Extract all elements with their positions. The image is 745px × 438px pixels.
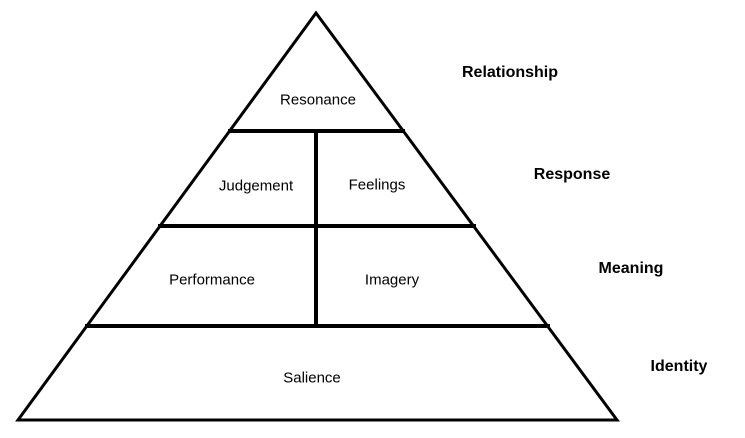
cell-resonance: Resonance: [280, 91, 356, 109]
stage-label-response: Response: [533, 166, 611, 183]
cell-performance: Performance: [169, 271, 255, 289]
cell-judgement: Judgement: [218, 177, 294, 195]
stage-label-identity: Identity: [650, 358, 708, 375]
stage-label-relationship: Relationship: [461, 64, 559, 81]
cell-feelings: Feelings: [348, 176, 406, 194]
cell-imagery: Imagery: [364, 271, 420, 289]
cell-salience: Salience: [283, 369, 341, 387]
stage-label-meaning: Meaning: [598, 260, 664, 277]
